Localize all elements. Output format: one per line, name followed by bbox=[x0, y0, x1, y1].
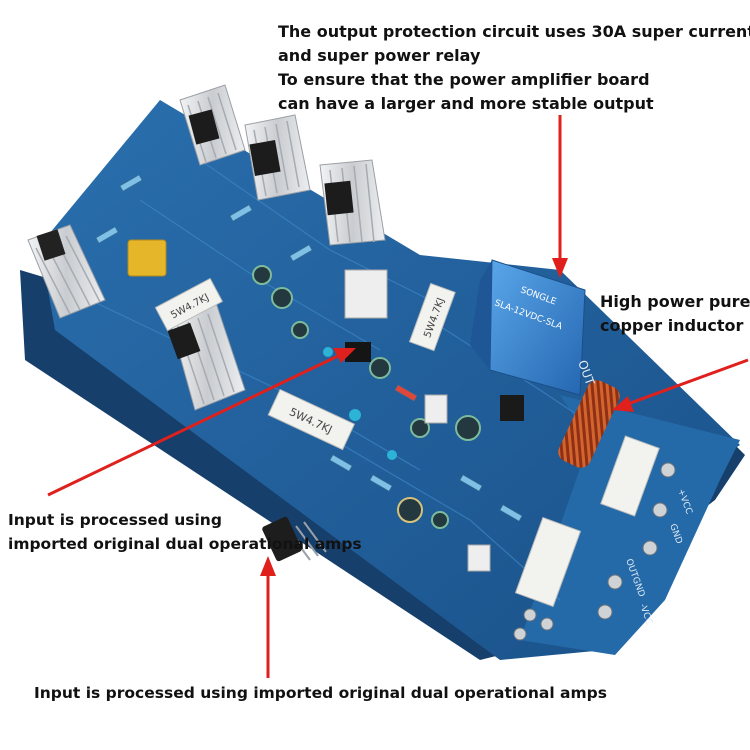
power-resistor-4 bbox=[514, 516, 582, 608]
op-amp-chip bbox=[345, 342, 371, 362]
heatsink-top-2 bbox=[244, 114, 311, 201]
heatsink-mid bbox=[167, 299, 246, 411]
inductor-annotation: High power pure copper inductor bbox=[600, 290, 750, 338]
relay-annotation-line-2: and super power relay bbox=[278, 46, 481, 65]
heatsink-top-3 bbox=[319, 159, 386, 246]
arrow-icon bbox=[612, 358, 749, 412]
capacitor-yellow bbox=[127, 239, 167, 277]
heatsink-left bbox=[27, 224, 106, 319]
power-relay: SONGLE SLA-12VDC-SLA bbox=[470, 259, 586, 396]
inductor-annotation-line-1: High power pure bbox=[600, 292, 750, 311]
connector-white-mid bbox=[424, 394, 448, 424]
connector-white-top bbox=[344, 269, 388, 319]
opamp-annotation-left: Input is processed using imported origin… bbox=[8, 508, 362, 556]
pcb-output-strip bbox=[520, 395, 740, 655]
connector-white-low bbox=[467, 544, 491, 572]
relay-annotation-line-4: can have a larger and more stable output bbox=[278, 94, 654, 113]
regulator-chip bbox=[500, 395, 524, 421]
power-resistor-3: 5W4.7KJ bbox=[408, 282, 456, 352]
power-resistor-5 bbox=[600, 435, 660, 517]
output-terminals bbox=[513, 462, 676, 641]
electrolytic-capacitors bbox=[252, 265, 481, 529]
arrow-icon bbox=[552, 115, 568, 278]
arrow-icon bbox=[260, 556, 276, 678]
relay-annotation-line-1: The output protection circuit uses 30A s… bbox=[278, 22, 750, 41]
arrow-icon bbox=[47, 348, 356, 497]
opamp-annotation-left-line-1: Input is processed using bbox=[8, 511, 222, 529]
ceramic-capacitors bbox=[323, 347, 397, 460]
small-resistors bbox=[95, 174, 523, 522]
heatsink-top-1 bbox=[179, 84, 246, 166]
transistor-icon bbox=[262, 516, 327, 562]
inductor-annotation-line-2: copper inductor bbox=[600, 316, 744, 335]
opamp-annotation-left-line-2: imported original dual operational amps bbox=[8, 535, 362, 553]
relay-annotation: The output protection circuit uses 30A s… bbox=[278, 20, 750, 116]
opamp-annotation-bottom: Input is processed using imported origin… bbox=[34, 684, 607, 702]
copper-inductor bbox=[558, 380, 620, 468]
relay-annotation-line-3: To ensure that the power amplifier board bbox=[278, 70, 650, 89]
